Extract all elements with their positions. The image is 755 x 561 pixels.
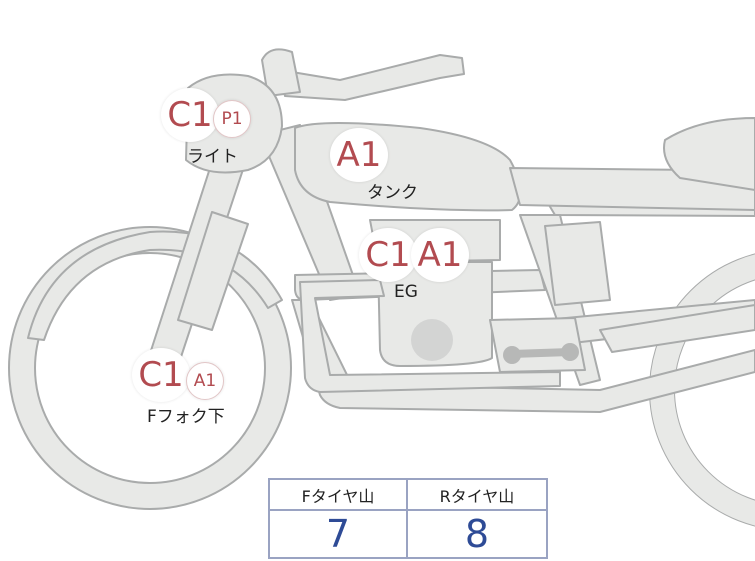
rear-tire-value: 8 [464,512,490,556]
front-tire-value: 7 [270,511,408,557]
engine-grade-c1-badge: C1 [359,228,417,282]
engine-case-cover [411,319,453,361]
fork-grade-c1-badge: C1 [132,348,190,402]
engine-grade-a1-badge: A1 [411,228,469,282]
light-grade-c1-badge: C1 [161,88,219,142]
fork-grade-a1-badge: A1 [186,362,224,400]
exhaust-pipe [299,279,561,393]
handlebar [279,54,465,101]
front-fork-label: Fフォク下 [147,407,225,427]
tank-label: タンク [367,183,418,203]
front-tire-header: Fタイヤ山 [270,480,408,511]
engine-label: EG [394,282,418,302]
tire-tread-table: Fタイヤ山 Rタイヤ山 7 8 [268,478,548,559]
footpeg [508,348,574,358]
rear-tire-header: Rタイヤ山 [408,480,546,511]
light-grade-p1-badge: P1 [213,100,251,138]
light-label: ライト [187,147,238,167]
tank-grade-a1-badge: A1 [330,128,388,182]
